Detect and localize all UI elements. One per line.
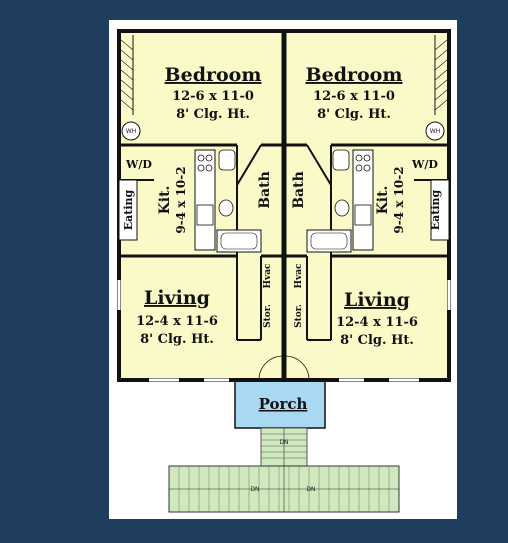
- wd-label-right: W/D: [411, 158, 438, 171]
- deck-dn-label-right: DN: [306, 486, 315, 493]
- water-heater-left: [121, 121, 141, 141]
- floor-plan-drawing: Bedroom 12-6 x 11-0 8' Clg. Ht. WH W/D E…: [117, 29, 451, 513]
- bedroom-size-left: 12-6 x 11-0: [172, 89, 254, 104]
- toilet-left: [218, 199, 234, 217]
- entry-door-left: [258, 355, 284, 381]
- toilet-right: [334, 199, 350, 217]
- eating-label-right: Eating: [429, 189, 442, 230]
- kitchen-size-right: 9-4 x 10-2: [392, 166, 406, 233]
- wh-label-right: WH: [430, 128, 440, 135]
- storage-label-left: Stor.: [263, 304, 273, 328]
- floor-plan-sheet: Bedroom 12-6 x 11-0 8' Clg. Ht. WH W/D E…: [109, 20, 457, 519]
- bedroom-label-left: Bedroom: [165, 64, 262, 86]
- stair-dn-label: DN: [279, 439, 288, 446]
- bedroom-ceiling-left: 8' Clg. Ht.: [176, 107, 250, 122]
- storage-label-right: Stor.: [294, 304, 304, 328]
- porch-area: [234, 379, 326, 429]
- living-label-right: Living: [344, 289, 410, 311]
- kitchen-counter-left: [194, 149, 216, 251]
- water-heater-right: [425, 121, 445, 141]
- tub-right-basin: [310, 232, 348, 250]
- range-left: [197, 154, 213, 172]
- bath-label-right: Bath: [291, 171, 307, 209]
- sink-left: [218, 149, 236, 171]
- tub-left-basin: [220, 232, 258, 250]
- bedroom-ceiling-right: 8' Clg. Ht.: [317, 107, 391, 122]
- eating-bay-right: [430, 179, 450, 241]
- closet-hatching: [120, 39, 448, 111]
- bedroom-size-right: 12-6 x 11-0: [313, 89, 395, 104]
- porch-label: Porch: [259, 395, 308, 413]
- living-label-left: Living: [144, 287, 210, 309]
- living-ceiling-left: 8' Clg. Ht.: [140, 332, 214, 347]
- kitchen-size-left: 9-4 x 10-2: [174, 166, 188, 233]
- range-right: [355, 154, 371, 172]
- hvac-label-right: Hvac: [294, 263, 304, 289]
- wh-label-left: WH: [126, 128, 136, 135]
- living-size-left: 12-4 x 11-6: [136, 314, 218, 329]
- kitchen-label-left: Kit.: [157, 186, 173, 215]
- tub-right: [306, 229, 352, 253]
- bedroom-label-right: Bedroom: [306, 64, 403, 86]
- bath-label-left: Bath: [257, 171, 273, 209]
- tub-left: [216, 229, 262, 253]
- living-size-right: 12-4 x 11-6: [336, 315, 418, 330]
- eating-label-left: Eating: [122, 189, 135, 230]
- kitchen-label-right: Kit.: [375, 186, 391, 215]
- sink-right: [332, 149, 350, 171]
- hvac-label-left: Hvac: [263, 263, 273, 289]
- kitchen-counter-right: [352, 149, 374, 251]
- fridge-left: [196, 204, 214, 226]
- living-ceiling-right: 8' Clg. Ht.: [340, 333, 414, 348]
- windows: [117, 280, 451, 382]
- eating-bay-left: [118, 179, 138, 241]
- wd-label-left: W/D: [125, 158, 152, 171]
- deck-dn-label-left: DN: [250, 486, 259, 493]
- entry-door-right: [284, 355, 310, 381]
- fridge-right: [354, 204, 372, 226]
